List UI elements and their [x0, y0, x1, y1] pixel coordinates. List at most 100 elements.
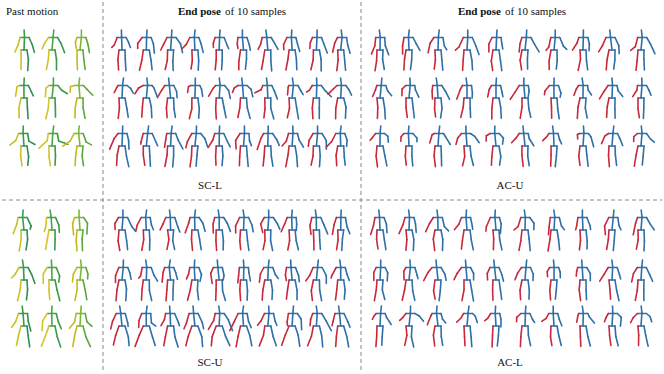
skeleton-bone [405, 230, 407, 240]
skeleton-bone [166, 217, 175, 219]
skeleton-bone [169, 85, 170, 98]
skeleton-bone [465, 126, 467, 133]
skeleton-bone [199, 38, 201, 44]
skeleton-bone [86, 38, 88, 46]
skeleton-bone [143, 49, 149, 51]
skeleton-bone [162, 272, 163, 282]
skeleton-bone [166, 98, 167, 108]
divider-line [2, 200, 662, 201]
skeleton-bone [277, 224, 279, 229]
skeleton-bone [463, 326, 465, 337]
skeleton-bone [168, 229, 174, 231]
skeleton-bone [379, 30, 381, 37]
skeleton-bone [403, 271, 405, 280]
skeleton-bone [52, 85, 53, 98]
skeleton-bone [332, 134, 336, 142]
skeleton-bone [78, 126, 80, 133]
skeleton-bone [287, 37, 296, 39]
skeleton-bone [58, 322, 61, 329]
skeleton-bone [185, 223, 188, 233]
skeleton-bone [491, 61, 492, 71]
skeleton-bone [219, 126, 221, 133]
skeleton-bone [512, 138, 517, 143]
skeleton-bone [341, 37, 342, 50]
skeleton-bone [143, 146, 145, 155]
skeleton-bone [282, 335, 286, 345]
skeleton-bone [522, 37, 531, 39]
skeleton-bone [273, 218, 277, 224]
skeleton-bone [514, 227, 518, 230]
skeleton-bone [316, 37, 318, 50]
skeleton-bone [199, 218, 203, 224]
skeleton-bone [297, 314, 301, 320]
skeleton-bone [579, 37, 588, 39]
skeleton-bone [559, 240, 560, 250]
skeleton-bone [340, 30, 342, 37]
skeleton-bone [343, 290, 345, 299]
skeleton-bone [69, 322, 74, 328]
skeleton-bone [192, 239, 193, 250]
skeleton-bone [408, 126, 410, 133]
skeleton-bone [266, 78, 268, 85]
skeleton-bone [212, 326, 216, 337]
skeleton-bone [119, 279, 125, 281]
skeleton-bone [319, 50, 321, 60]
skeleton-bone [142, 313, 151, 315]
skeleton-bone [435, 145, 441, 147]
skeleton-bone [532, 274, 534, 281]
skeleton-bone [246, 146, 248, 156]
skeleton-bone [386, 86, 388, 92]
skeleton-bone [248, 268, 250, 273]
skeleton-bone [641, 260, 643, 267]
skeleton-bone [212, 224, 214, 233]
skeleton-bone [472, 38, 476, 47]
skeleton-bone [241, 145, 247, 147]
skeleton-bone [168, 279, 174, 281]
skeleton-bone [612, 210, 614, 217]
skeleton-bone [87, 274, 89, 279]
skeleton-bone [443, 38, 445, 47]
skeleton-bone [239, 280, 241, 290]
skeleton-bone [275, 43, 279, 49]
skeleton-bone [178, 323, 180, 326]
skeleton-bone [644, 326, 646, 335]
skeleton-bone [236, 218, 240, 226]
skeleton-bone [189, 313, 198, 315]
skeleton-bone [295, 230, 296, 241]
skeleton-bone [457, 318, 462, 323]
skeleton-bone [347, 227, 350, 234]
skeleton-bone [292, 306, 294, 313]
skeleton-bone [236, 38, 238, 45]
skeleton-bone [45, 326, 49, 336]
skeleton-bone [80, 267, 81, 280]
skeleton-bone [257, 138, 261, 149]
skeleton-bone [463, 85, 472, 87]
skeleton-bone [191, 98, 193, 109]
skeleton-bone [192, 145, 198, 147]
skeleton-bone [81, 146, 84, 156]
skeleton-bone [557, 230, 559, 240]
skeleton-bone [345, 107, 347, 118]
skeleton-bone [297, 108, 299, 119]
skeleton-bone [45, 38, 49, 44]
skeleton-bone [18, 38, 20, 46]
skeleton-bone [440, 50, 442, 60]
skeleton-bone [585, 50, 587, 61]
skeleton-bone [492, 146, 493, 157]
skeleton-bone [607, 50, 609, 60]
skeleton-bone [463, 37, 472, 39]
skeleton-bone [143, 230, 145, 240]
skeleton-bone [416, 276, 418, 279]
skeleton-bone [600, 274, 605, 281]
skeleton-bone [403, 38, 404, 46]
skeleton-bone [58, 86, 62, 91]
skeleton-bone [27, 157, 29, 166]
skeleton-bone [292, 78, 293, 85]
skeleton-bone [10, 141, 16, 145]
skeleton-bone [494, 306, 496, 313]
skeleton-bone [499, 134, 503, 139]
skeleton-bone [336, 217, 345, 219]
skeleton-bone [197, 280, 199, 290]
skeleton-bone [471, 218, 473, 227]
skeleton-bone [52, 30, 54, 37]
